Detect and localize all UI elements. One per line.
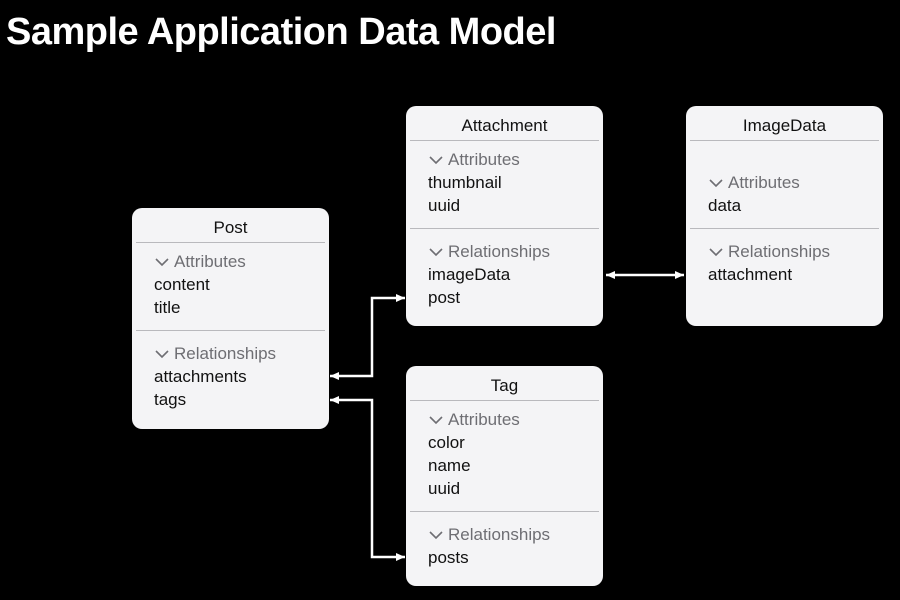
chevron-down-icon [155, 349, 169, 358]
attribute-field: data [708, 196, 742, 215]
attribute-field: title [154, 298, 181, 317]
attributes-section: Attributes color name uuid [406, 401, 603, 511]
attributes-header[interactable]: Attributes [708, 171, 875, 194]
relationship-field: tags [154, 390, 187, 409]
chevron-down-icon [429, 247, 443, 256]
section-label: Attributes [728, 172, 800, 192]
chevron-down-icon [429, 155, 443, 164]
entity-tag[interactable]: Tag Attributes color name uuid Relations… [406, 366, 603, 586]
connector-post-tag [330, 396, 405, 561]
entity-post[interactable]: Post Attributes content title Relationsh… [132, 208, 329, 429]
relationships-section: Relationships attachments tags [132, 331, 329, 411]
chevron-down-icon [155, 257, 169, 266]
relationships-header[interactable]: Relationships [428, 523, 595, 546]
relationships-header[interactable]: Relationships [708, 240, 875, 263]
entity-attachment[interactable]: Attachment Attributes thumbnail uuid Rel… [406, 106, 603, 326]
attribute-field: name [428, 456, 471, 475]
attributes-section: Attributes content title [132, 243, 329, 330]
attributes-header[interactable]: Attributes [154, 250, 321, 273]
relationships-section: Relationships imageData post [406, 229, 603, 309]
entity-imagedata[interactable]: ImageData Attributes data Relationships … [686, 106, 883, 326]
connector-post-attachment [330, 294, 405, 380]
section-divider [690, 228, 879, 229]
relationships-header[interactable]: Relationships [154, 342, 321, 365]
entity-title: Post [136, 208, 325, 243]
attributes-header[interactable]: Attributes [428, 148, 595, 171]
entity-title: ImageData [690, 106, 879, 141]
attributes-section: Attributes data [686, 141, 883, 228]
relationship-field: imageData [428, 265, 511, 284]
entity-title: Tag [410, 366, 599, 401]
relationship-field: attachment [708, 265, 793, 284]
attribute-field: color [428, 433, 465, 452]
chevron-down-icon [429, 530, 443, 539]
section-label: Relationships [448, 524, 551, 544]
section-label: Attributes [174, 251, 246, 271]
attributes-section: Attributes thumbnail uuid [406, 141, 603, 228]
section-label: Relationships [448, 241, 551, 261]
relationship-field: post [428, 288, 461, 307]
section-label: Relationships [728, 241, 831, 261]
chevron-down-icon [709, 247, 723, 256]
relationship-field: posts [428, 548, 469, 567]
chevron-down-icon [429, 415, 443, 424]
relationship-field: attachments [154, 367, 247, 386]
entity-title: Attachment [410, 106, 599, 141]
section-label: Attributes [448, 409, 520, 429]
relationships-section: Relationships posts [406, 512, 603, 569]
relationships-section: Relationships attachment [686, 229, 883, 286]
attribute-field: uuid [428, 196, 461, 215]
section-label: Relationships [174, 343, 277, 363]
section-label: Attributes [448, 149, 520, 169]
section-divider [410, 228, 599, 229]
section-divider [410, 511, 599, 512]
section-divider [136, 330, 325, 331]
attributes-header[interactable]: Attributes [428, 408, 595, 431]
attribute-field: content [154, 275, 210, 294]
slide-title: Sample Application Data Model [6, 11, 556, 53]
attribute-field: uuid [428, 479, 461, 498]
attribute-field: thumbnail [428, 173, 502, 192]
relationships-header[interactable]: Relationships [428, 240, 595, 263]
chevron-down-icon [709, 178, 723, 187]
